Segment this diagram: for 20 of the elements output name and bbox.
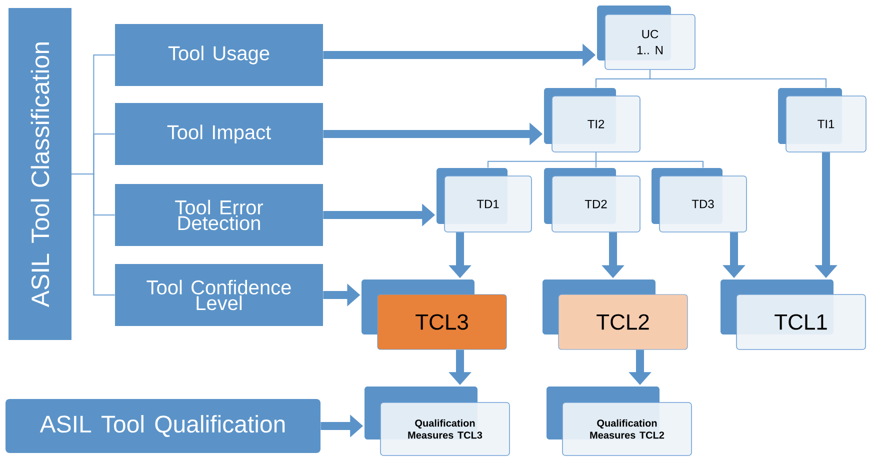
category-box: Tool Confidence Level — [115, 264, 323, 326]
measures-box: Qualification Measures TCL2 — [546, 386, 692, 456]
category-box: ASIL Tool Qualification — [6, 399, 320, 453]
category-box: Tool Usage — [115, 24, 323, 86]
level-box: TCL3 — [362, 280, 507, 350]
level-box: TCL1 — [720, 280, 866, 350]
measures-box: Qualification Measures TCL3 — [364, 386, 510, 456]
title-banner: ASIL Tool Classification — [8, 8, 72, 340]
level-box: TD1 — [436, 168, 532, 232]
category-box: Tool Impact — [115, 103, 323, 165]
level-box: TD3 — [652, 168, 747, 232]
level-box: TI2 — [544, 88, 640, 152]
level-box: TD2 — [544, 168, 640, 232]
level-box: TCL2 — [542, 280, 688, 350]
category-box: Tool Error Detection — [115, 184, 323, 246]
connector-line — [650, 69, 826, 88]
connector-line — [71, 174, 116, 296]
connector-line — [596, 152, 704, 168]
level-box: UC 1.. N — [597, 6, 696, 70]
level-box: TI1 — [778, 88, 866, 152]
